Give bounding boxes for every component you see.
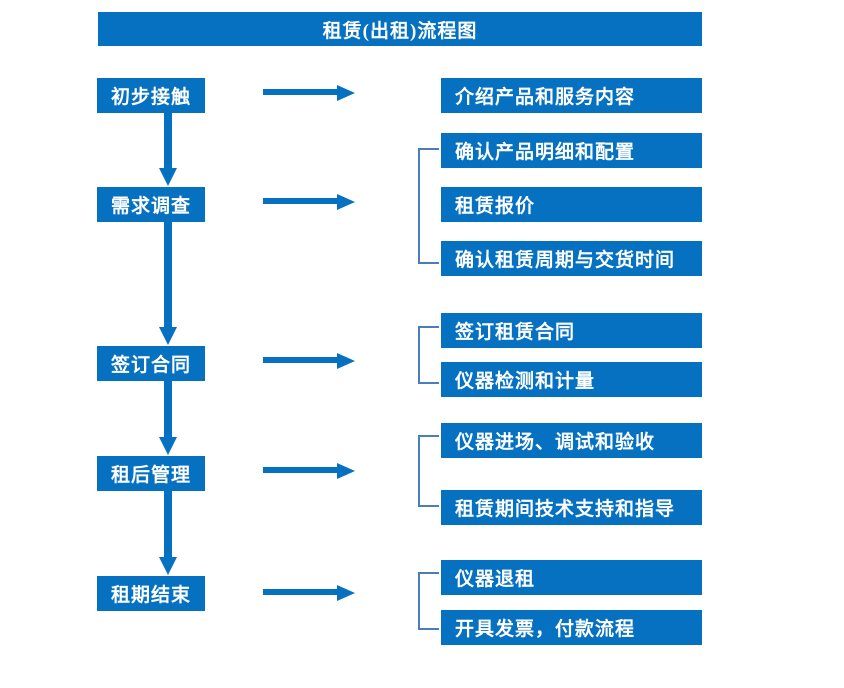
detail-box-8[interactable]: 租赁期间技术支持和指导 <box>441 490 702 525</box>
flow-arrow-down-3 <box>158 381 178 456</box>
detail-box-2[interactable]: 确认产品明细和配置 <box>441 133 702 168</box>
detail-box-7[interactable]: 仪器进场、调试和验收 <box>441 423 702 458</box>
branch-arrow-right-3 <box>263 353 357 369</box>
detail-box-6[interactable]: 仪器检测和计量 <box>441 362 702 397</box>
detail-box-5[interactable]: 签订租赁合同 <box>441 313 702 348</box>
stage-box-5[interactable]: 租期结束 <box>97 576 205 611</box>
flow-arrow-down-1 <box>158 113 178 187</box>
stage-box-4[interactable]: 租后管理 <box>97 456 205 491</box>
stage-box-3[interactable]: 签订合同 <box>97 346 205 381</box>
branch-arrow-right-4 <box>263 463 357 479</box>
detail-box-3[interactable]: 租赁报价 <box>441 187 702 222</box>
detail-box-9[interactable]: 仪器退租 <box>441 560 702 595</box>
stage-box-1[interactable]: 初步接触 <box>97 78 205 113</box>
group-bracket-1 <box>418 148 440 264</box>
diagram-title: 租赁(出租)流程图 <box>98 12 702 46</box>
stage-box-2[interactable]: 需求调查 <box>97 187 205 222</box>
group-bracket-2 <box>418 326 440 384</box>
flow-arrow-down-4 <box>158 491 178 576</box>
detail-box-1[interactable]: 介绍产品和服务内容 <box>441 78 702 113</box>
group-bracket-4 <box>418 572 440 630</box>
branch-arrow-right-5 <box>263 585 357 601</box>
flow-arrow-down-2 <box>158 222 178 346</box>
branch-arrow-right-1 <box>263 85 357 101</box>
branch-arrow-right-2 <box>263 194 357 210</box>
group-bracket-3 <box>418 435 440 507</box>
detail-box-10[interactable]: 开具发票，付款流程 <box>441 610 702 645</box>
detail-box-4[interactable]: 确认租赁周期与交货时间 <box>441 241 702 276</box>
